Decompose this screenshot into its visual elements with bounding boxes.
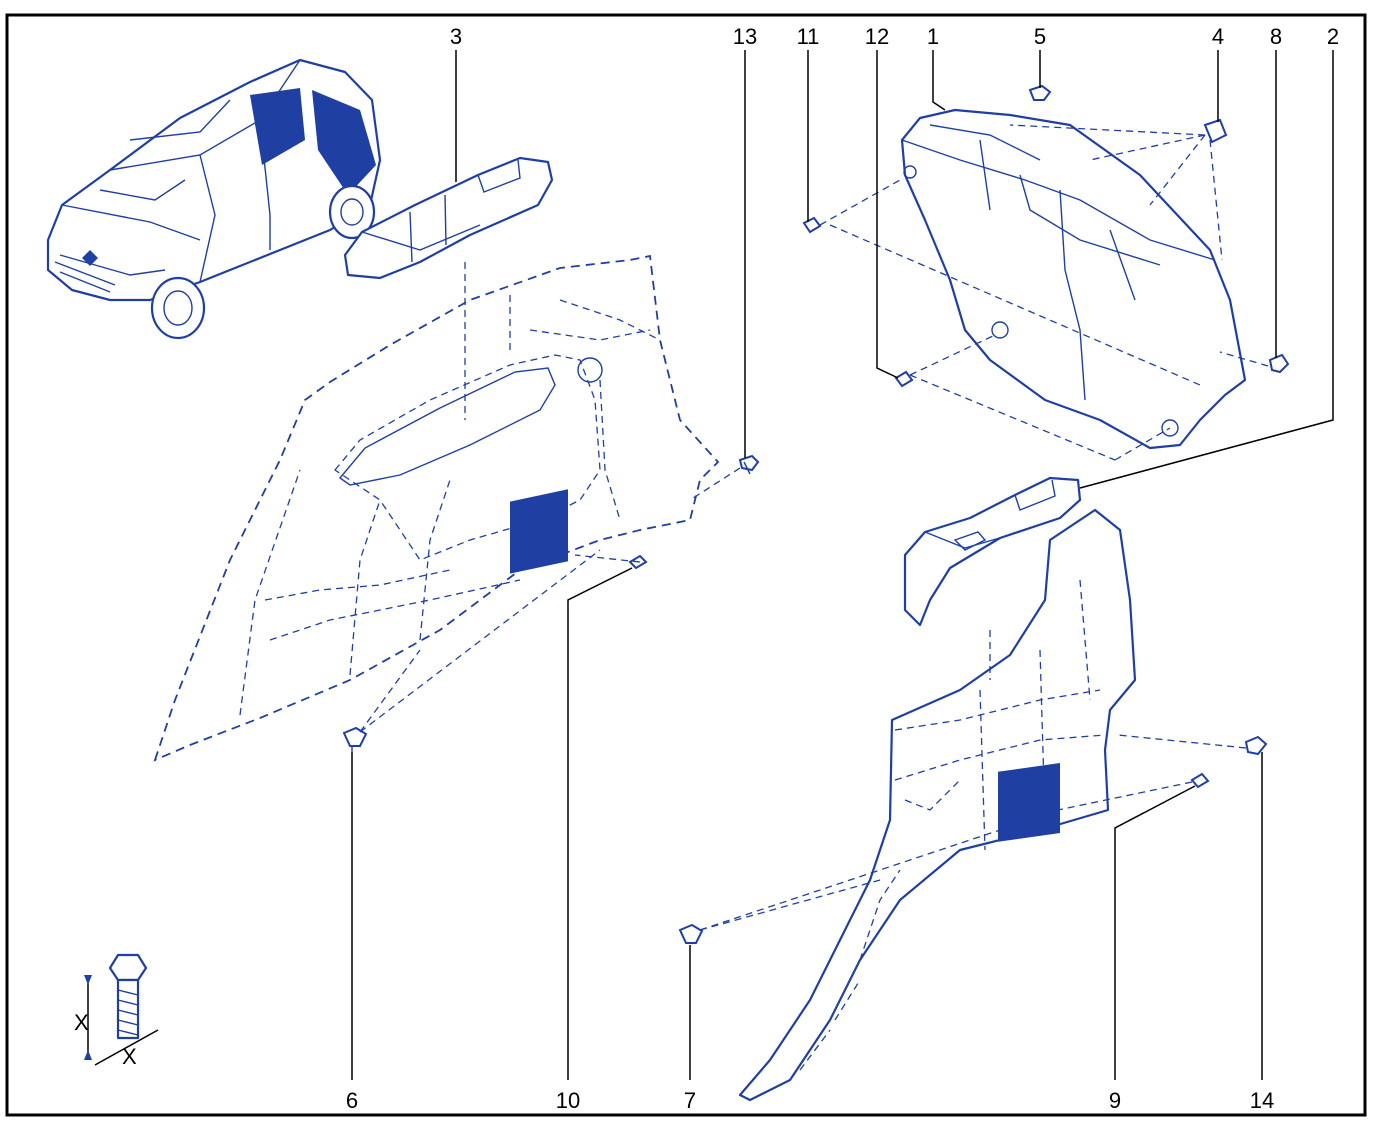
- part-1-guide-c: [909, 334, 996, 376]
- diagram-frame: [5, 13, 1367, 1117]
- part-2-upper-trim-right: [903, 476, 1082, 627]
- speaker-grille-right: [998, 763, 1060, 842]
- callout-10: 10: [556, 1088, 580, 1113]
- callout-2: 2: [1327, 24, 1339, 49]
- clip-7-guide-b: [699, 819, 1031, 931]
- callout-12: 12: [865, 24, 889, 49]
- clip-13-guide: [689, 467, 741, 501]
- screw-9-guide: [1009, 781, 1193, 821]
- clip-4-guides-a: [1009, 124, 1206, 136]
- clip-13: [738, 454, 760, 475]
- callout-4: 4: [1212, 24, 1224, 49]
- callout-8: 8: [1270, 24, 1282, 49]
- clip-6-guide-a: [359, 649, 421, 733]
- clip-7: [678, 923, 704, 944]
- clip-6: [342, 726, 368, 752]
- clip-14: [1244, 735, 1268, 756]
- callout-5: 5: [1034, 24, 1046, 49]
- callout-14: 14: [1250, 1088, 1274, 1113]
- callout-11: 11: [797, 24, 820, 49]
- clip-4: [1203, 118, 1228, 144]
- callout-leaders: [351, 50, 1334, 1080]
- callout-9: 9: [1109, 1088, 1121, 1113]
- callout-numbers: 3 13 11 12 1 5 4 8 2 6 10 7 9 14: [346, 24, 1339, 1113]
- part-3-upper-trim-left: [343, 156, 554, 280]
- part-1-guide-e: [1114, 427, 1171, 461]
- bolt-legend-x-horizontal: X: [122, 1044, 137, 1069]
- clip-14-guide: [1117, 734, 1247, 749]
- clip-8: [1268, 353, 1290, 374]
- callout-3: 3: [450, 24, 462, 49]
- part-1-rear-shelf-panel: [900, 108, 1247, 450]
- bolt-dimension-legend: X X: [74, 953, 159, 1069]
- screw-12: [894, 370, 914, 388]
- callout-7: 7: [684, 1088, 696, 1113]
- clip-6-guide-b: [359, 549, 601, 733]
- clip-4-guides-d: [1209, 139, 1223, 261]
- left-quarter-trim-panel: [153, 254, 720, 762]
- callout-6: 6: [346, 1088, 358, 1113]
- part-1-guide-a: [819, 179, 901, 226]
- bolt-legend-x-vertical: X: [74, 1010, 89, 1035]
- speaker-grille-left: [510, 489, 568, 574]
- vehicle-locator-illustration: [46, 58, 382, 340]
- clip-4-guides-c: [1149, 134, 1206, 206]
- callout-13: 13: [733, 24, 757, 49]
- screw-11: [802, 216, 822, 234]
- clip-5: [1028, 84, 1052, 101]
- part-1-guide-f: [1219, 351, 1269, 367]
- clip-4-guides-b: [1089, 134, 1206, 161]
- right-quarter-trim-panel: [738, 508, 1137, 1102]
- screw-9: [1190, 772, 1210, 789]
- part-1-guide-d: [909, 374, 1116, 461]
- screw-10-guide: [574, 554, 641, 563]
- callout-1: 1: [927, 24, 939, 49]
